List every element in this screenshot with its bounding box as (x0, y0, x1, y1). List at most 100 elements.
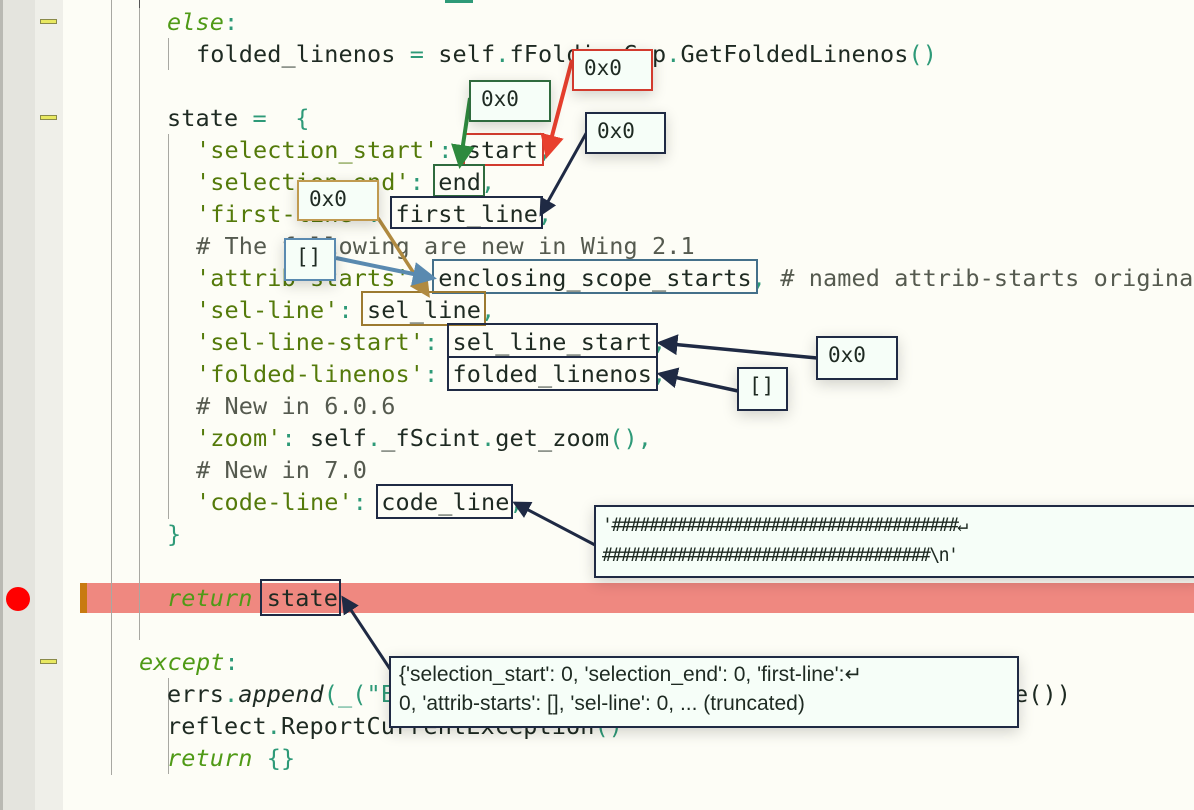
operator: : (409, 264, 424, 292)
fold-toggle-icon[interactable] (40, 115, 57, 120)
code-line-zoom[interactable]: 'zoom': self._fScint.get_zoom(), (196, 422, 652, 454)
fold-margin[interactable] (35, 0, 63, 810)
operator: = (252, 104, 267, 132)
var-box-first-line[interactable] (390, 196, 543, 229)
identifier: end (438, 168, 481, 196)
current-execution-line (80, 583, 1194, 613)
string: 'sel-line-start' (196, 328, 424, 356)
identifier: get_zoom (495, 424, 610, 452)
code-line-folded-linenos-key[interactable]: 'folded-linenos': folded_linenos, (196, 358, 666, 390)
operator: (_("E (323, 680, 395, 708)
indent-guide (111, 0, 112, 775)
code-line-return-state[interactable]: return state (167, 582, 338, 614)
value-tooltip-sel-line: 0x0 (297, 180, 379, 221)
var-box-folded-linenos[interactable] (447, 356, 658, 391)
identifier: append (238, 680, 324, 708)
string: 'folded-linenos' (196, 360, 424, 388)
operator: . (224, 680, 239, 708)
indent-guide (168, 678, 169, 774)
code-line-state-assign[interactable]: state = { (167, 102, 310, 134)
code-line-sel-line[interactable]: 'sel-line': sel_line, (196, 294, 495, 326)
code-line-folded-linenos[interactable]: folded_linenos = self.fFoldingGap.GetFol… (196, 38, 937, 70)
identifier: sel_line (366, 296, 481, 324)
operator: . (666, 40, 681, 68)
identifier: state (266, 584, 338, 612)
comment: # named attrib-starts originally (780, 264, 1194, 292)
identifier: sel_line_start (452, 328, 652, 356)
indent-guide (168, 134, 169, 519)
value-tooltip-attrib-starts: [] (284, 238, 336, 281)
code-line-selection-start[interactable]: 'selection_start': start, (196, 134, 552, 166)
keyword: else (167, 8, 224, 36)
value-tooltip-folded-linenos: [] (737, 367, 788, 411)
fold-toggle-icon[interactable] (40, 659, 57, 664)
code-line-errs-append[interactable]: errs.append(_("E (167, 678, 395, 710)
code-line-return-empty[interactable]: return {} (167, 742, 295, 774)
code-line-else[interactable]: else: (167, 6, 238, 38)
indent-guide (139, 0, 140, 8)
var-box-state[interactable] (260, 579, 341, 616)
breakpoint-margin[interactable] (3, 0, 35, 810)
window-edge (0, 0, 3, 810)
string: 'sel-line' (196, 296, 339, 324)
identifier: enclosing_scope_starts (438, 264, 752, 292)
indent-guide (168, 38, 169, 70)
identifier: state (167, 104, 239, 132)
operator: { (295, 104, 310, 132)
operator: : (438, 136, 453, 164)
operator: . (266, 712, 281, 740)
identifier: start (466, 136, 538, 164)
operator: = (409, 40, 424, 68)
operator: : (352, 488, 367, 516)
value-tooltip-end: 0x0 (469, 80, 551, 122)
code-line-sel-line-start[interactable]: 'sel-line-start': sel_line_start, (196, 326, 666, 358)
tooltip-line: {'selection_start': 0, 'selection_end': … (399, 663, 863, 686)
code-line-code-line[interactable]: 'code-line': code_line, (196, 486, 524, 518)
indent-guide (139, 0, 140, 640)
identifier: _fScint (381, 424, 481, 452)
string: 'selection_start' (196, 136, 439, 164)
operator: , (637, 424, 652, 452)
fold-toggle-icon[interactable] (40, 19, 57, 24)
operator: . (495, 40, 510, 68)
var-box-enclosing-scope-starts[interactable] (432, 259, 758, 294)
string: 'code-line' (196, 488, 353, 516)
breakpoint-icon[interactable] (6, 587, 30, 611)
keyword: return (167, 744, 253, 772)
var-box-start[interactable] (463, 133, 544, 166)
var-box-sel-line-start[interactable] (447, 323, 658, 358)
identifier: code_line (381, 488, 510, 516)
value-tooltip-first-line: 0x0 (585, 112, 666, 154)
arrow-navy-code-line (512, 501, 596, 547)
code-comment: # The following are new in Wing 2.1 (196, 232, 695, 260)
operator: : (338, 296, 353, 324)
bracket-fragment (445, 0, 473, 3)
operator: : (423, 360, 439, 388)
identifier: self (310, 424, 367, 452)
tooltip-line: 0, 'attrib-starts': [], 'sel-line': 0, .… (399, 692, 805, 715)
operator: , (751, 264, 766, 292)
operator: : (224, 8, 239, 36)
operator: {} (266, 744, 296, 772)
code-comment: # New in 7.0 (196, 456, 367, 484)
value-tooltip-sel-line-start: 0x0 (816, 336, 898, 380)
current-line-marker (80, 583, 87, 613)
operator: . (367, 424, 382, 452)
var-box-end[interactable] (433, 164, 485, 197)
arrow-navy-folded (656, 367, 739, 393)
var-box-code-line[interactable] (376, 484, 513, 519)
code-close-brace: } (167, 520, 182, 548)
string: 'zoom' (196, 424, 282, 452)
tooltip-line: '#####################################↵ (602, 515, 968, 536)
value-tooltip-start: 0x0 (572, 49, 653, 91)
identifier: reflect (167, 712, 267, 740)
tooltip-line: ###################################\n' (602, 545, 959, 566)
keyword: except (139, 648, 225, 676)
code-comment: # New in 6.0.6 (196, 392, 396, 420)
identifier: folded_linenos (452, 360, 652, 388)
arrow-navy-sel-line-start (656, 334, 818, 360)
var-box-sel-line[interactable] (361, 291, 486, 326)
code-line-errs-tail: e()) (1014, 678, 1071, 710)
operator: : (281, 424, 296, 452)
code-line-except[interactable]: except: (139, 646, 239, 678)
